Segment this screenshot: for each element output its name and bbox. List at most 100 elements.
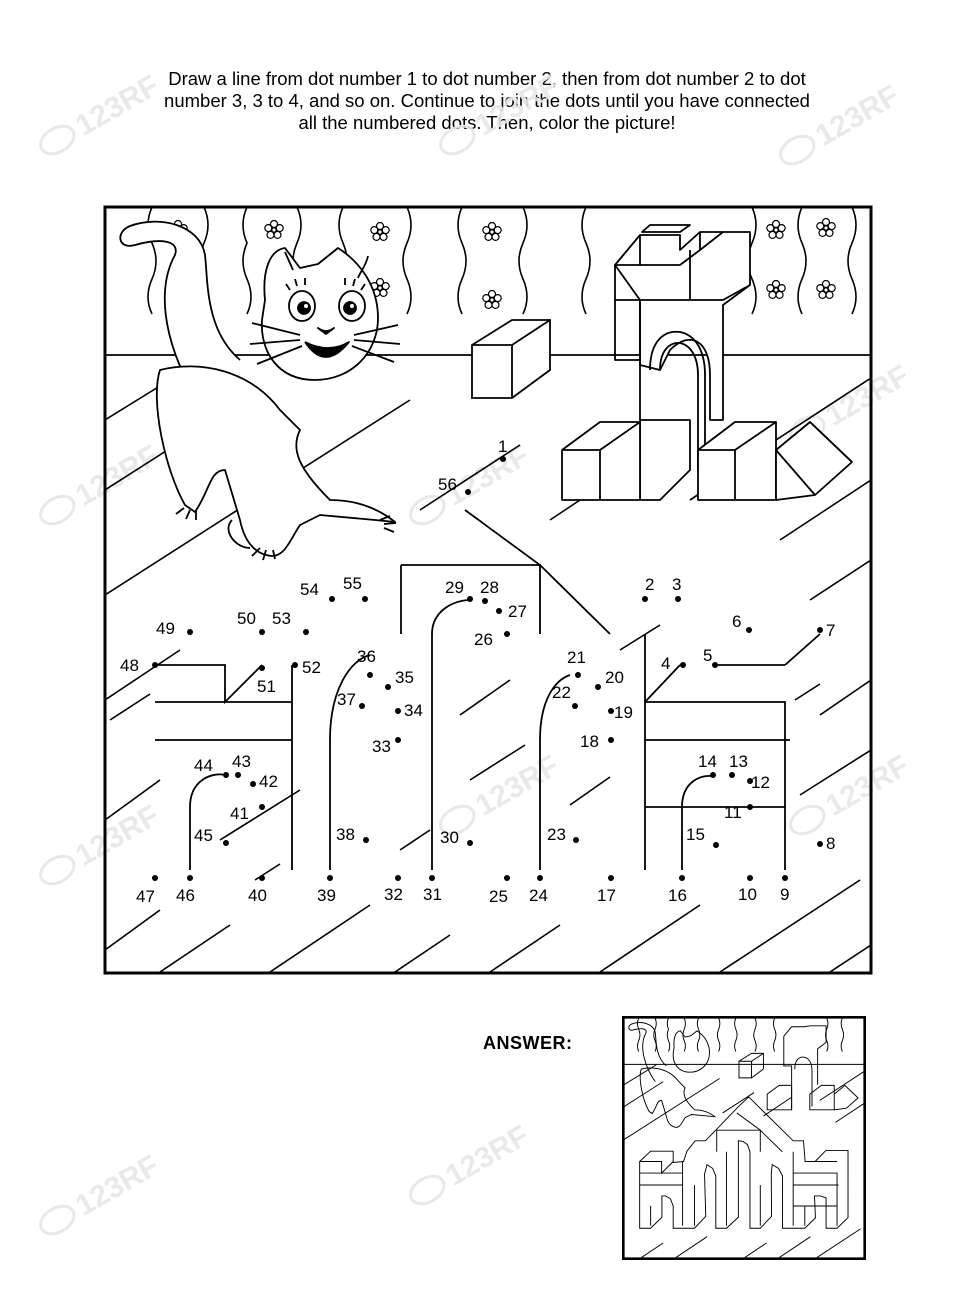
- answer-thumbnail: [622, 1016, 866, 1260]
- dot-label: 18: [580, 732, 599, 751]
- dot-42[interactable]: 42: [250, 772, 278, 791]
- answer-illustration: [624, 1018, 864, 1258]
- dot-10[interactable]: 10: [738, 875, 757, 904]
- dot-1[interactable]: 1: [498, 437, 507, 462]
- dot-24[interactable]: 24: [529, 875, 548, 905]
- dot-label: 42: [259, 772, 278, 791]
- dot-46[interactable]: 46: [176, 875, 195, 905]
- dot-33[interactable]: 33: [372, 737, 401, 756]
- dot-label: 39: [317, 886, 336, 905]
- dot-26[interactable]: 26: [474, 630, 510, 649]
- dot-38[interactable]: 38: [336, 825, 369, 844]
- dot-48[interactable]: 48: [120, 656, 158, 675]
- dot-label: 36: [357, 647, 376, 666]
- dot-2[interactable]: 2: [642, 575, 654, 602]
- answer-label: ANSWER:: [483, 1033, 573, 1053]
- dot-15[interactable]: 15: [686, 825, 719, 848]
- dot-label: 35: [395, 668, 414, 687]
- dot-7[interactable]: 7: [817, 621, 835, 640]
- dot-35[interactable]: 35: [385, 668, 414, 690]
- instructions-text: Draw a line from dot number 1 to dot num…: [60, 68, 914, 134]
- dot-8[interactable]: 8: [817, 834, 835, 853]
- dot-53[interactable]: 53: [272, 609, 309, 635]
- dot-label: 2: [645, 575, 654, 594]
- dot-label: 45: [194, 826, 213, 845]
- dot-44[interactable]: 44: [194, 756, 229, 778]
- dot-label: 14: [698, 752, 717, 771]
- dot-55[interactable]: 55: [343, 574, 368, 602]
- dot-label: 12: [751, 773, 770, 792]
- dot-22[interactable]: 22: [552, 683, 578, 709]
- dot-17[interactable]: 17: [597, 875, 616, 905]
- watermark-stamp: 123RF: [39, 69, 165, 156]
- dot-label: 25: [489, 887, 508, 906]
- dot-label: 43: [232, 752, 251, 771]
- instructions-line-3: all the numbered dots. Then, color the p…: [298, 112, 676, 133]
- dot-label: 44: [194, 756, 213, 775]
- dot-label: 16: [668, 886, 687, 905]
- dot-29[interactable]: 29: [445, 578, 473, 602]
- watermark-text: 123RF: [820, 749, 914, 823]
- dot-40[interactable]: 40: [248, 875, 267, 905]
- dot-32[interactable]: 32: [384, 875, 403, 904]
- dot-25[interactable]: 25: [489, 875, 510, 906]
- dot-label: 48: [120, 656, 139, 675]
- dot-27[interactable]: 27: [496, 602, 527, 621]
- dot-20[interactable]: 20: [595, 668, 624, 690]
- dot-49[interactable]: 49: [156, 619, 193, 638]
- dot-label: 49: [156, 619, 175, 638]
- dot-label: 13: [729, 752, 748, 771]
- dot-11[interactable]: 11: [724, 803, 753, 822]
- instructions-line-1: Draw a line from dot number 1 to dot num…: [168, 68, 806, 89]
- dot-41[interactable]: 41: [230, 804, 265, 823]
- dot-37[interactable]: 37: [337, 690, 365, 709]
- dot-45[interactable]: 45: [194, 826, 229, 846]
- dot-14[interactable]: 14: [698, 752, 717, 778]
- dot-label: 9: [780, 885, 789, 904]
- dot-19[interactable]: 19: [608, 703, 633, 722]
- watermark-stamp: 123RF: [39, 799, 165, 886]
- dot-12[interactable]: 12: [747, 773, 770, 792]
- cat-illustration: [119, 220, 401, 561]
- dot-label: 37: [337, 690, 356, 709]
- dot-21[interactable]: 21: [567, 648, 586, 678]
- watermark-stamp: 123RF: [409, 439, 535, 526]
- dot-6[interactable]: 6: [732, 612, 752, 633]
- dot-18[interactable]: 18: [580, 732, 614, 751]
- dot-23[interactable]: 23: [547, 825, 579, 844]
- dot-51[interactable]: 51: [257, 665, 276, 696]
- dot-3[interactable]: 3: [672, 575, 681, 602]
- dot-label: 51: [257, 677, 276, 696]
- dot-16[interactable]: 16: [668, 875, 687, 905]
- dot-43[interactable]: 43: [232, 752, 251, 778]
- dot-30[interactable]: 30: [440, 828, 473, 847]
- dot-36[interactable]: 36: [357, 647, 376, 678]
- dot-9[interactable]: 9: [780, 875, 789, 904]
- dot-label: 32: [384, 885, 403, 904]
- dot-label: 21: [567, 648, 586, 667]
- watermark-stamp: 123RF: [779, 79, 905, 166]
- dot-label: 23: [547, 825, 566, 844]
- dot-label: 11: [724, 803, 742, 822]
- dot-56[interactable]: 56: [438, 475, 471, 495]
- dot-label: 6: [732, 612, 741, 631]
- dot-47[interactable]: 47: [136, 875, 158, 906]
- dot-28[interactable]: 28: [480, 578, 499, 604]
- dot-39[interactable]: 39: [317, 875, 336, 905]
- dot-34[interactable]: 34: [395, 701, 423, 720]
- dot-label: 53: [272, 609, 291, 628]
- watermark-text: 123RF: [70, 69, 164, 143]
- dot-4[interactable]: 4: [661, 654, 686, 673]
- toy-arch-tower: [561, 224, 853, 501]
- dot-13[interactable]: 13: [729, 752, 748, 778]
- watermark-text: 123RF: [70, 439, 164, 513]
- dot-52[interactable]: 52: [292, 658, 321, 677]
- instructions-line-2: number 3, 3 to 4, and so on. Continue to…: [164, 90, 810, 111]
- dot-label: 20: [605, 668, 624, 687]
- watermark-stamp: 123RF: [39, 439, 165, 526]
- dot-50[interactable]: 50: [237, 609, 265, 635]
- dot-label: 19: [614, 703, 633, 722]
- dot-31[interactable]: 31: [423, 875, 442, 904]
- dot-54[interactable]: 54: [300, 580, 335, 602]
- dot-5[interactable]: 5: [703, 646, 718, 668]
